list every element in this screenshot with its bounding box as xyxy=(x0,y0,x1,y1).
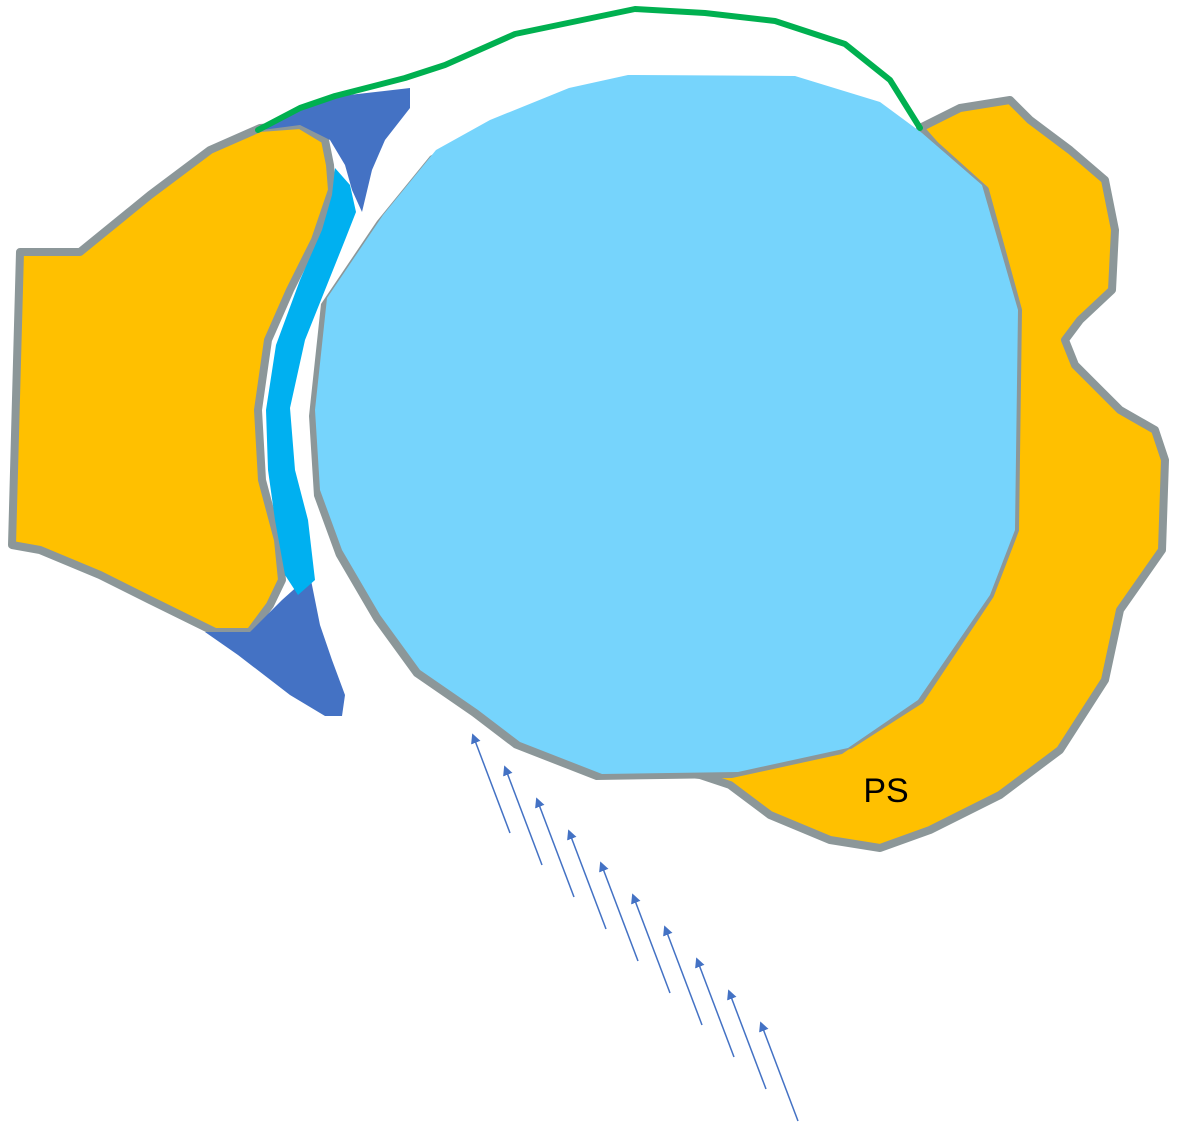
force-arrow xyxy=(730,994,766,1089)
force-arrow xyxy=(698,962,734,1057)
force-arrow xyxy=(602,866,638,961)
force-arrow xyxy=(570,834,606,929)
force-arrow xyxy=(762,1026,798,1121)
force-arrow xyxy=(506,770,542,865)
force-arrow xyxy=(474,738,510,833)
force-arrow xyxy=(538,802,574,897)
ps-label: PS xyxy=(863,772,908,810)
humeral-head xyxy=(315,75,1018,774)
force-arrow xyxy=(666,930,702,1025)
force-arrow xyxy=(634,898,670,993)
